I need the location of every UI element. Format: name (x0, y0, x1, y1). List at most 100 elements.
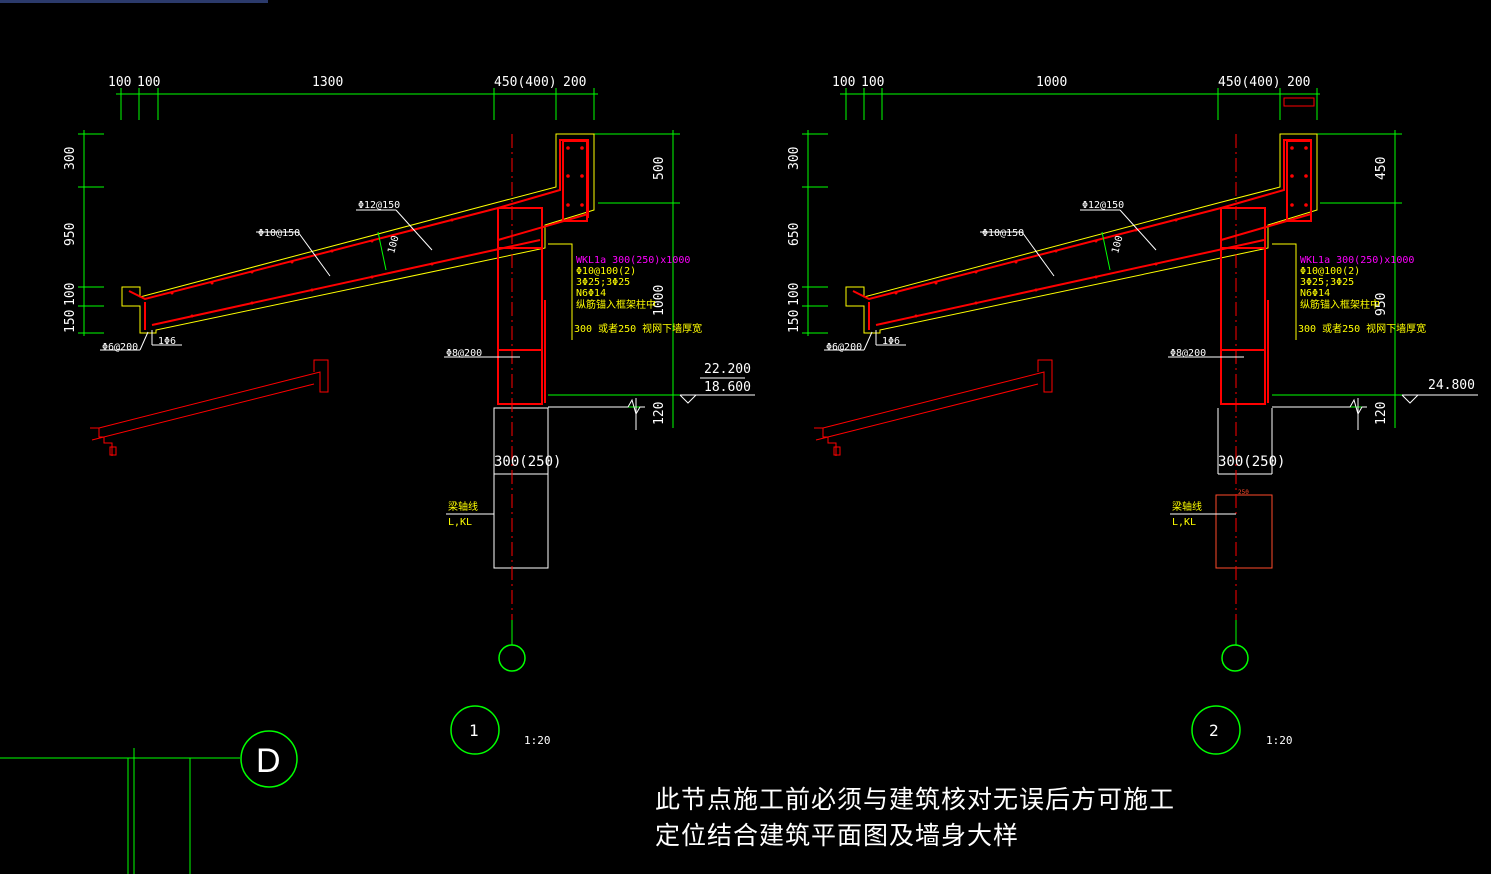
detail2-dim-right-2: 950 (1374, 293, 1389, 316)
detail2-dim-right-1: 450 (1374, 157, 1389, 180)
construction-note-line-2: 定位结合建筑平面图及墙身大样 (655, 821, 1020, 850)
grid-axis-d-label: D (256, 742, 281, 780)
detail1-dim-right-3: 120 (652, 402, 667, 425)
detail1-dim-top-2: 100 (137, 75, 160, 90)
detail2-beam-note-1: 纵筋锚入框架柱中 (1300, 298, 1380, 311)
detail2-col-width: 300(250) (1218, 454, 1285, 470)
detail1-dim-top-1: 100 (108, 75, 131, 90)
detail2-elevation-symbol (1401, 394, 1478, 404)
detail1-dim-right-1: 500 (652, 157, 667, 180)
detail2-wall-label: 梁轴线 (1172, 500, 1202, 513)
detail2-rebar-dots (894, 146, 1308, 318)
detail2-dim-right-3: 120 (1374, 402, 1389, 425)
detail1-wall-below (493, 407, 549, 569)
detail2-concrete-outline (845, 133, 1318, 334)
detail1-wall-label: 梁轴线 (448, 500, 478, 513)
detail2-scale: 1:20 (1266, 734, 1293, 747)
detail2-rebar-lower-label: Φ10@150 (982, 228, 1024, 239)
detail2-beam-side: N6Φ14 (1300, 288, 1330, 299)
detail1-dim-right-2: 1000 (652, 285, 667, 316)
detail2-beam-name: WKL1a 300(250)x1000 (1300, 255, 1414, 266)
detail1-rebar-lower-label: Φ10@150 (258, 228, 300, 239)
detail2-dim-top-2: 100 (861, 75, 884, 90)
detail1-thickness-dim (377, 231, 387, 271)
detail1-callout-bubble (450, 705, 500, 755)
detail1-beam-bars: 3Φ25;3Φ25 (576, 277, 630, 288)
detail2-red-tag (1283, 97, 1315, 107)
detail2-dim-top-1: 100 (832, 75, 855, 90)
detail2-small-dim: 250 (1238, 489, 1249, 496)
construction-note: 此节点施工前必须与建筑核对无误后方可施工 定位结合建筑平面图及墙身大样 (655, 782, 1175, 854)
detail1-dim-top-3: 1300 (312, 75, 343, 90)
detail2-bar-left-label: 1Φ6 (882, 336, 900, 347)
detail1-scale: 1:20 (524, 734, 551, 747)
detail1-thickness-label: 100 (386, 234, 401, 254)
detail1-callout-number: 1 (469, 721, 479, 740)
detail2-thickness-dim (1101, 231, 1111, 271)
detail2-dim-top-3: 1000 (1036, 75, 1067, 90)
detail1-break-line (548, 398, 645, 416)
detail2-wall-sub: L,KL (1172, 517, 1196, 528)
detail1-stirrup-label: Φ8@200 (446, 348, 482, 359)
construction-note-line-1: 此节点施工前必须与建筑核对无误后方可施工 (655, 785, 1176, 814)
detail1-beam-side: N6Φ14 (576, 288, 606, 299)
detail1-rebar (128, 139, 589, 405)
detail2-axis-bubble (1221, 644, 1249, 672)
grid-axis-d-bubble (240, 730, 298, 788)
detail1-dim-top-4: 450(400) (494, 75, 557, 90)
detail1-beam-note-2: 300 或者250 视网下墙厚宽 (574, 322, 702, 335)
detail2-top-dimension-line (840, 88, 1320, 120)
detail2-rebar (852, 139, 1312, 405)
detail1-bent-bar-sketch (90, 359, 329, 456)
detail2-dim-left-2: 650 (787, 223, 802, 246)
detail1-concrete-outline (121, 133, 595, 334)
detail1-tie-left-label: Φ6@200 (102, 342, 138, 353)
detail1-dim-top-5: 200 (563, 75, 586, 90)
detail1-dim-left-2: 950 (63, 223, 78, 246)
detail1-elevation-bottom: 18.600 (704, 380, 751, 395)
detail2-beam-bars: 3Φ25;3Φ25 (1300, 277, 1354, 288)
grid-axis-d: D (0, 730, 298, 874)
detail1-bar-left-label: 1Φ6 (158, 336, 176, 347)
detail2-callout-bubble (1191, 705, 1241, 755)
detail2-leaders (824, 209, 1244, 515)
detail1-beam-leader (548, 243, 573, 340)
detail2-dim-left-3: 100 (787, 283, 802, 306)
detail1-dim-left-4: 150 (63, 310, 78, 333)
detail1-wall-sub: L,KL (448, 517, 472, 528)
detail2-beam-leader (1272, 243, 1297, 340)
detail2-bent-bar-sketch (814, 359, 1053, 456)
detail1-top-dimension-line (116, 88, 598, 120)
detail2-elevation-top: 24.800 (1428, 378, 1475, 393)
detail2-dim-left-4: 150 (787, 310, 802, 333)
detail1-beam-name: WKL1a 300(250)x1000 (576, 255, 690, 266)
detail1-beam-stirrup: Φ10@100(2) (576, 266, 636, 277)
detail2-wall-red (1215, 494, 1273, 569)
detail2-callout-number: 2 (1209, 721, 1219, 740)
detail1-rebar-upper-label: Φ12@150 (358, 200, 400, 211)
detail1-dim-left-1: 300 (63, 147, 78, 170)
detail1-col-width: 300(250) (494, 454, 561, 470)
detail1-rebar-dots (170, 146, 584, 318)
detail1-left-dimension-line (78, 130, 104, 336)
detail2-dim-left-1: 300 (787, 147, 802, 170)
detail2-dim-top-4: 450(400) (1218, 75, 1281, 90)
detail-1: 100 100 1300 450(400) 200 300 950 100 15… (63, 75, 755, 755)
detail2-thickness-label: 100 (1110, 234, 1125, 254)
detail2-rebar-upper-label: Φ12@150 (1082, 200, 1124, 211)
detail1-beam-note-1: 纵筋锚入框架柱中 (576, 298, 656, 311)
window-title-strip (0, 0, 268, 3)
detail2-break-line (1272, 398, 1367, 416)
detail1-axis-bubble (498, 644, 526, 672)
detail1-dim-left-3: 100 (63, 283, 78, 306)
detail2-tie-left-label: Φ6@200 (826, 342, 862, 353)
detail2-beam-stirrup: Φ10@100(2) (1300, 266, 1360, 277)
detail-2: 100 100 1000 450(400) 200 300 650 100 15… (787, 75, 1478, 755)
detail2-dim-top-5: 200 (1287, 75, 1310, 90)
detail1-elevation-symbol (679, 377, 755, 404)
detail1-leaders (100, 209, 520, 515)
detail1-elevation-top: 22.200 (704, 362, 751, 377)
detail2-left-dimension-line (802, 130, 828, 336)
detail2-beam-note-2: 300 或者250 视网下墙厚宽 (1298, 322, 1426, 335)
